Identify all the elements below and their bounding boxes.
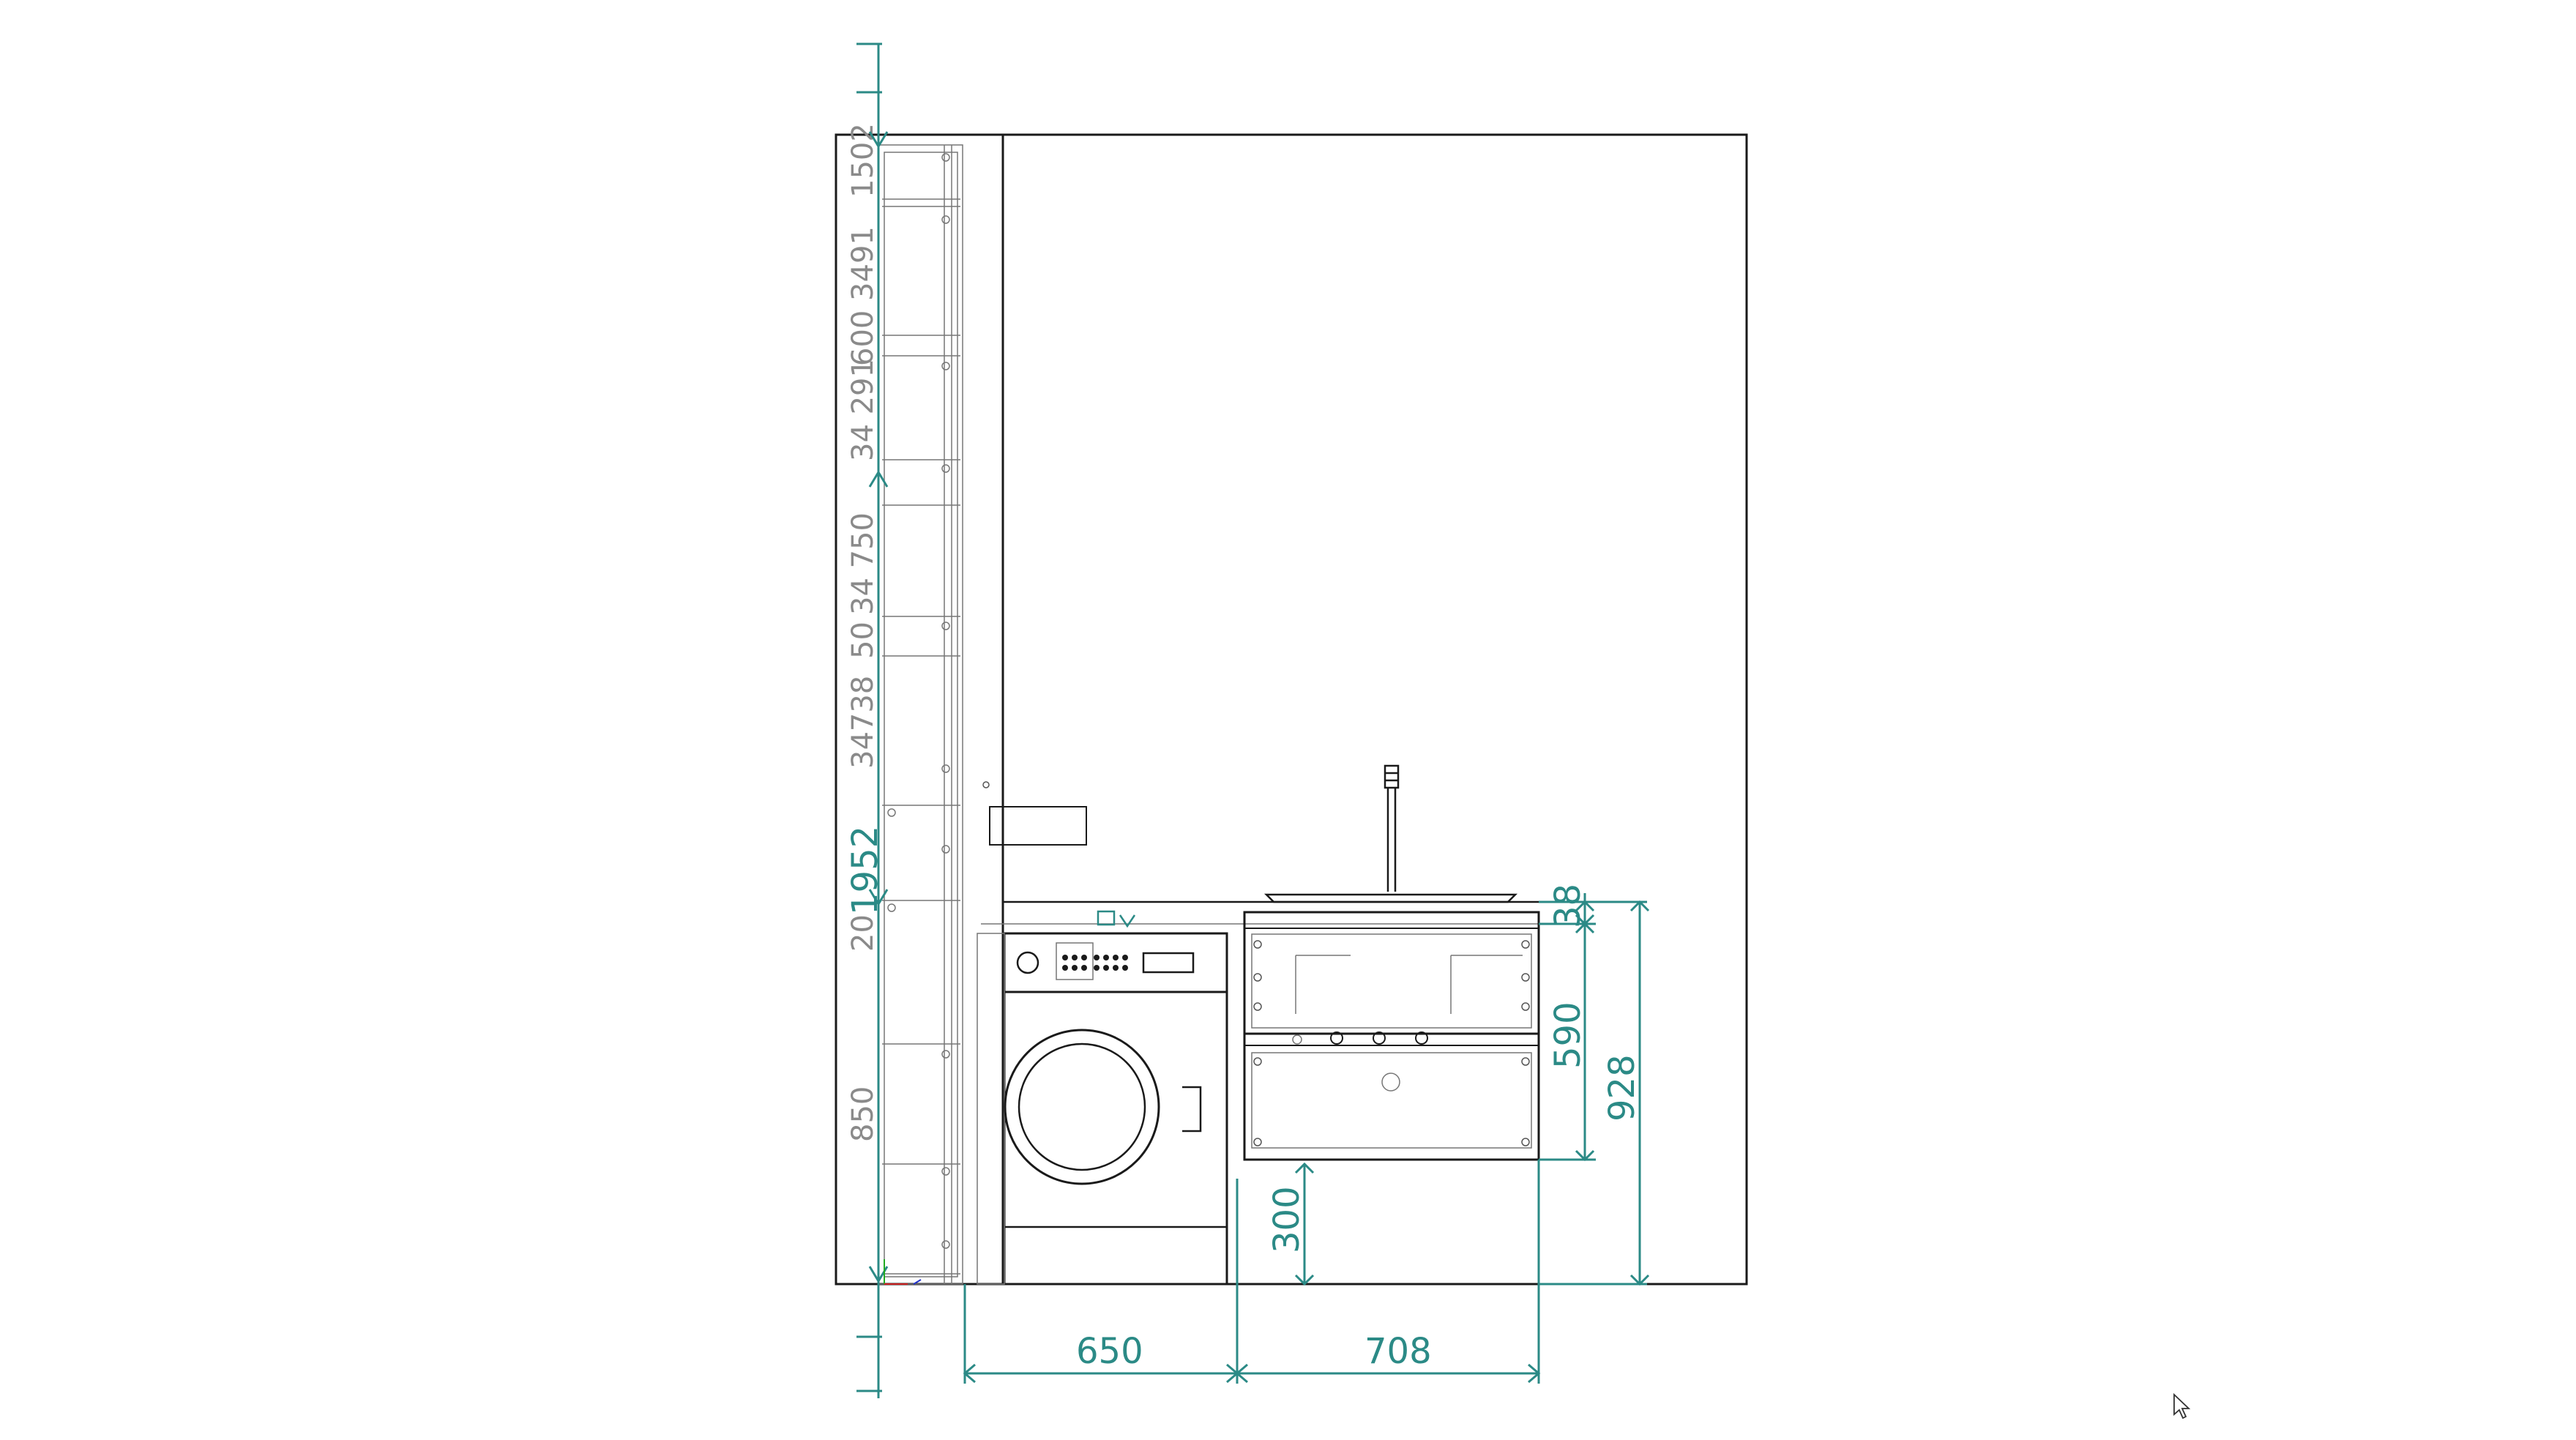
tall-cabinet: [878, 144, 963, 1285]
dim-928: 928: [1602, 1054, 1643, 1122]
wall-socket-dot: [982, 781, 990, 788]
tall-label-6: 34738: [846, 676, 880, 769]
dim-590: 590: [1548, 1001, 1588, 1069]
vanity-cabinet: [1243, 911, 1540, 1161]
small-gap-marker: [1097, 910, 1136, 928]
right-dimensions: [1539, 893, 1650, 1286]
tall-label-2: 600 3491: [846, 226, 880, 366]
axis-marker-icon: [884, 1259, 922, 1285]
tall-label-1: 1502: [846, 123, 880, 198]
washing-machine: [977, 932, 1228, 1286]
dim-1952: 1952: [845, 826, 886, 915]
wall-box: [989, 806, 1087, 846]
tall-label-5: 50: [846, 622, 880, 659]
dim-300: 300: [1266, 1186, 1307, 1253]
dim-708: 708: [1364, 1331, 1432, 1372]
dim-38: 38: [1548, 884, 1588, 928]
bottom-dimensions: [963, 1160, 1541, 1384]
faucet: [1384, 764, 1400, 892]
tall-label-7: 20: [846, 914, 880, 952]
mouse-pointer-icon: [2173, 1392, 2191, 1420]
tall-label-4: 34 750: [846, 512, 880, 615]
washing-machine-buttons: [1062, 955, 1128, 971]
tall-label-3: 34 291: [846, 359, 880, 461]
sink-basin: [1263, 893, 1518, 903]
vanity-hardware: [1253, 940, 1530, 1146]
dim-650: 650: [1076, 1331, 1143, 1372]
dim-300-lines: [1294, 1162, 1315, 1286]
room-wall-outline: [835, 133, 1748, 1286]
tall-label-8: 850: [846, 1086, 880, 1142]
